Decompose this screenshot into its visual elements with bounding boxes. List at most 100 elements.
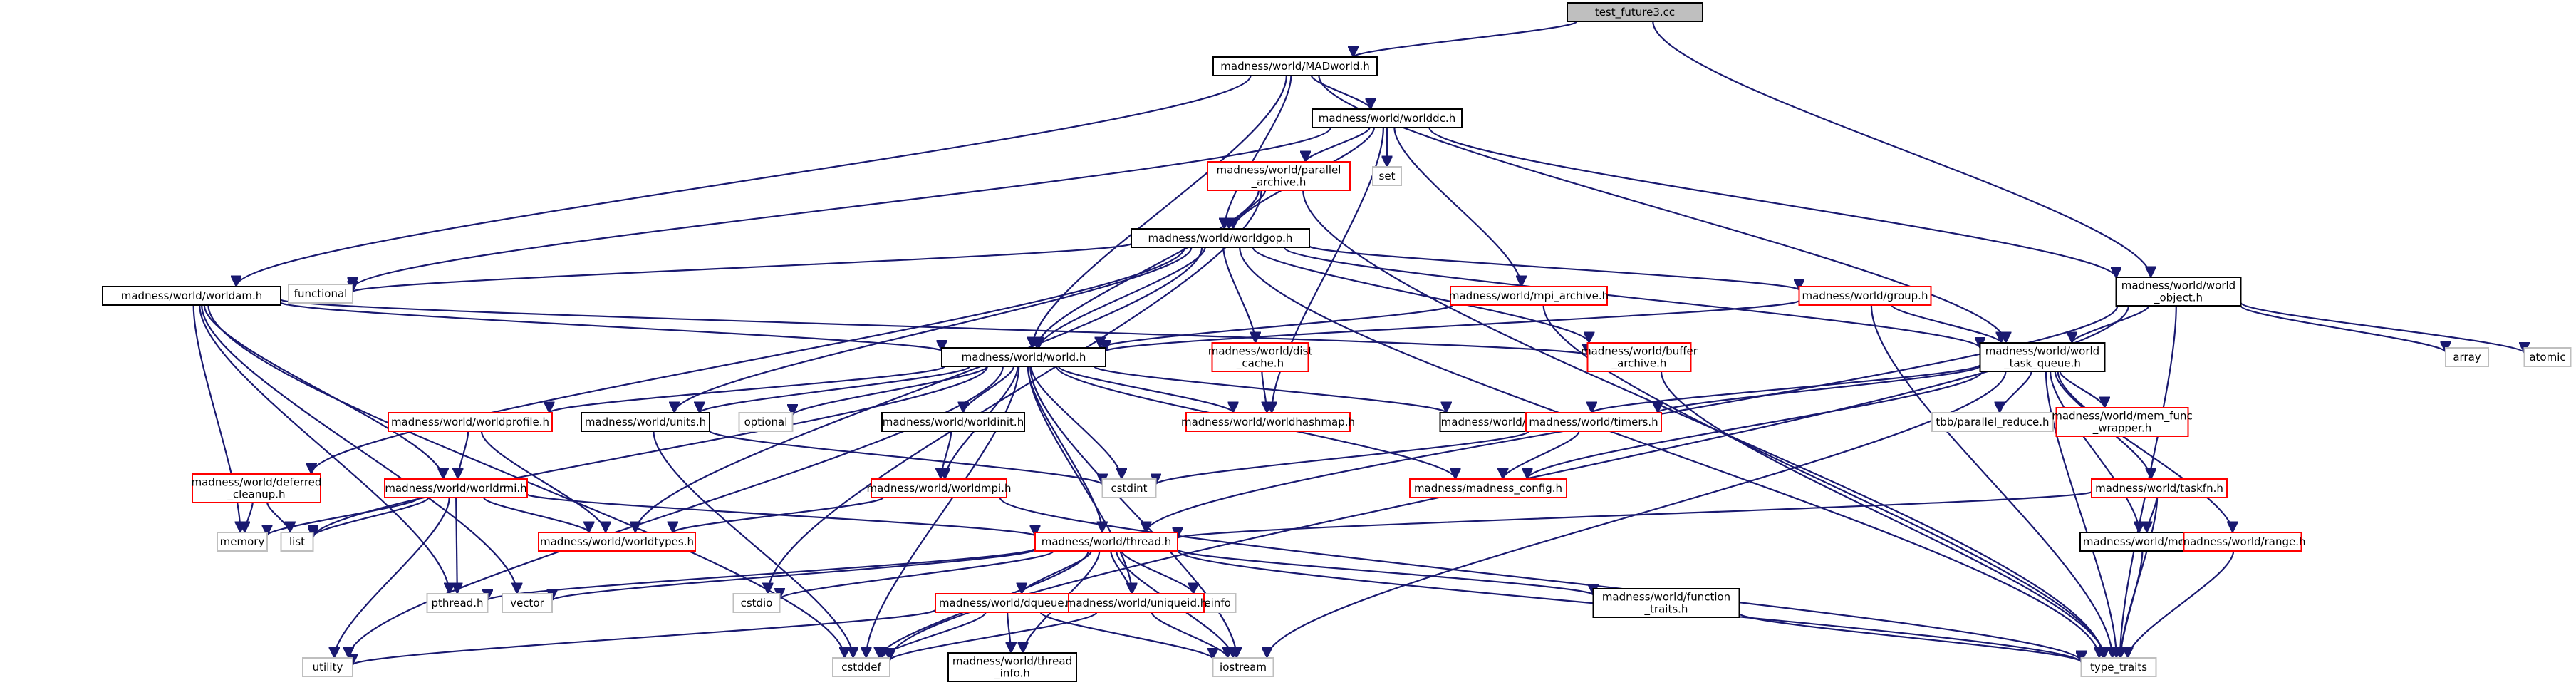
edge-madworld-to-world	[1032, 75, 1287, 348]
node-label-uniqueid: madness/world/uniqueid.h	[1066, 597, 1208, 609]
node-label-utility: utility	[313, 661, 343, 674]
node-box-memfunc	[2055, 407, 2189, 437]
node-vector: vector	[502, 593, 553, 613]
edge-profile-to-worldtypes	[480, 431, 606, 533]
node-madness-world-thread-h[interactable]: madness/world/thread.h	[1034, 532, 1178, 552]
node-label-parallel: madness/world/parallel_archive.h	[1217, 163, 1341, 189]
node-cstdint: cstdint	[1101, 478, 1157, 498]
node-box-atomic	[2523, 347, 2572, 367]
node-madness-world-worldtypes-h[interactable]: madness/world/worldtypes.h	[538, 532, 696, 552]
node-madness-world-mpi-archive-h[interactable]: madness/world/mpi_archive.h	[1449, 286, 1609, 306]
node-madness-world-deferred-cleanup-h[interactable]: madness/world/deferred_cleanup.h	[192, 473, 322, 503]
node-label-mpiarchive: madness/world/mpi_archive.h	[1449, 289, 1609, 303]
node-label-worldrmi: madness/world/worldrmi.h	[385, 482, 526, 495]
node-label-threadinfo: madness/world/thread_info.h	[952, 654, 1072, 680]
node-label-functional: functional	[294, 287, 348, 300]
node-box-worldrmi	[384, 478, 528, 498]
edge-worldam-to-worldrmi	[203, 304, 443, 480]
node-madness-world-worldinit-h[interactable]: madness/world/worldinit.h	[881, 412, 1025, 432]
edge-world-to-cstdint	[1030, 366, 1121, 480]
node-madness-world-uniqueid-h[interactable]: madness/world/uniqueid.h	[1066, 593, 1208, 613]
node-madness-world-timers-h[interactable]: madness/world/timers.h	[1525, 412, 1662, 432]
node-madness-world-world-h[interactable]: madness/world/world.h	[941, 347, 1106, 367]
node-box-deferred	[192, 473, 321, 503]
node-madness-world-thread-info-h[interactable]: madness/world/thread_info.h	[947, 652, 1077, 682]
node-label-worldtypes: madness/world/worldtypes.h	[540, 535, 694, 548]
node-madness-world-world-object-h[interactable]: madness/world/world_object.h	[2115, 277, 2242, 307]
edge-world-to-utility	[348, 366, 1004, 658]
node-madness-world-function-traits-h[interactable]: madness/world/function_traits.h	[1592, 588, 1740, 618]
edge-worldobject-to-atomic	[2240, 302, 2525, 354]
edge-worldgop-to-buffer	[1252, 247, 1589, 344]
node-tbb-parallel-reduce-h: tbb/parallel_reduce.h	[1931, 412, 2054, 432]
node-madness-world-worlddc-h[interactable]: madness/world/worlddc.h	[1312, 108, 1463, 128]
edge-thread-to-functiontraits	[1176, 548, 1594, 596]
edge-worldgop-to-group	[1308, 245, 1799, 291]
edge-taskqueue-to-meta	[2049, 371, 2139, 532]
node-box-pthread	[426, 593, 489, 613]
node-label-timers: madness/world/timers.h	[1529, 416, 1658, 428]
node-madness-world-buffer-archive-h[interactable]: madness/world/buffer_archive.h	[1581, 342, 1698, 372]
node-memory: memory	[217, 532, 268, 552]
node-box-buffer	[1586, 342, 1692, 372]
node-madness-world-worldgop-h[interactable]: madness/world/worldgop.h	[1131, 228, 1310, 248]
node-madness-world-dqueue-h[interactable]: madness/world/dqueue.h	[935, 593, 1079, 613]
edge-group-to-world	[1106, 299, 1800, 352]
edge-mpiarchive-to-world	[1100, 304, 1453, 349]
edge-worldinit-to-worldmpi	[941, 431, 952, 480]
node-box-cstdio	[732, 593, 781, 613]
node-test-future3-cc[interactable]: test_future3.cc	[1567, 2, 1703, 22]
edge-thread-to-cstdio	[780, 550, 1054, 600]
node-madness-world-units-h[interactable]: madness/world/units.h	[581, 412, 710, 432]
node-label-array: array	[2453, 351, 2481, 364]
edge-taskfn-to-thread	[1178, 490, 2093, 539]
node-madness-world-mem-func-wrapper-h[interactable]: madness/world/mem_func_wrapper.h	[2052, 407, 2193, 437]
node-array: array	[2445, 347, 2489, 367]
node-madness-world-world-task-queue-h[interactable]: madness/world/world_task_queue.h	[1979, 342, 2106, 372]
node-label-cstdint: cstdint	[1111, 482, 1147, 495]
edge-taskqueue-to-memfunc	[2059, 371, 2105, 408]
edge-thread-to-vector	[552, 548, 1037, 602]
node-box-typetraits	[2080, 657, 2157, 677]
node-madness-world-worldmpi-h[interactable]: madness/world/worldmpi.h	[867, 478, 1012, 498]
node-label-iostream: iostream	[1220, 661, 1267, 674]
node-madness-world-worldhashmap-h[interactable]: madness/world/worldhashmap.h	[1181, 412, 1355, 432]
edge-worldgop-to-deferred	[311, 247, 1185, 475]
node-madness-world-worldprofile-h[interactable]: madness/world/worldprofile.h	[388, 412, 553, 432]
node-label-memfunc: madness/world/mem_func_wrapper.h	[2052, 409, 2193, 435]
node-madness-world-dist-cache-h[interactable]: madness/world/dist_cache.h	[1208, 342, 1313, 372]
edge-thread-to-pthread	[488, 547, 1037, 602]
node-box-thread	[1034, 532, 1178, 552]
edge-mpiarchive-to-typetraits	[1542, 304, 2104, 658]
node-box-worlddc	[1312, 108, 1463, 128]
node-box-madworld	[1212, 56, 1378, 76]
node-madness-world-group-h[interactable]: madness/world/group.h	[1798, 286, 1932, 306]
node-functional: functional	[288, 284, 353, 304]
node-box-distcache	[1211, 342, 1309, 372]
edge-worlddc-to-worldobject	[1428, 127, 2116, 279]
node-madness-world-range-h[interactable]: madness/world/range.h	[2180, 532, 2306, 552]
node-madness-madness-config-h[interactable]: madness/madness_config.h	[1409, 478, 1567, 498]
edge-thread-to-uniqueid	[1110, 550, 1131, 594]
node-madness-world-worldam-h[interactable]: madness/world/worldam.h	[102, 286, 281, 306]
edge-world-to-list	[313, 366, 988, 538]
edge-worldrmi-to-pthread	[456, 497, 457, 594]
node-label-root: test_future3.cc	[1595, 6, 1675, 19]
edge-dqueue-to-utility	[353, 609, 937, 666]
edge-layer	[192, 20, 2525, 666]
node-box-parallel	[1207, 161, 1351, 191]
edge-worldrmi-to-worldtypes	[483, 496, 589, 534]
edge-range-to-typetraits	[2128, 550, 2235, 659]
node-madness-world-madworld-h[interactable]: madness/world/MADworld.h	[1212, 56, 1378, 76]
node-madness-world-taskfn-h[interactable]: madness/world/taskfn.h	[2091, 478, 2228, 498]
node-label-distcache: madness/world/dist_cache.h	[1208, 344, 1313, 370]
edge-worlddc-to-hashmap	[1272, 127, 1384, 413]
edge-world-to-hashmap	[1057, 365, 1233, 414]
node-set: set	[1372, 166, 1402, 186]
node-madness-world-parallel-archive-h[interactable]: madness/world/parallel_archive.h	[1207, 161, 1351, 191]
edge-world-to-optional	[793, 365, 988, 416]
node-box-worldobject	[2115, 277, 2242, 307]
node-box-profile	[388, 412, 553, 432]
node-madness-world-worldrmi-h[interactable]: madness/world/worldrmi.h	[384, 478, 528, 498]
node-box-uniqueid	[1068, 593, 1205, 613]
